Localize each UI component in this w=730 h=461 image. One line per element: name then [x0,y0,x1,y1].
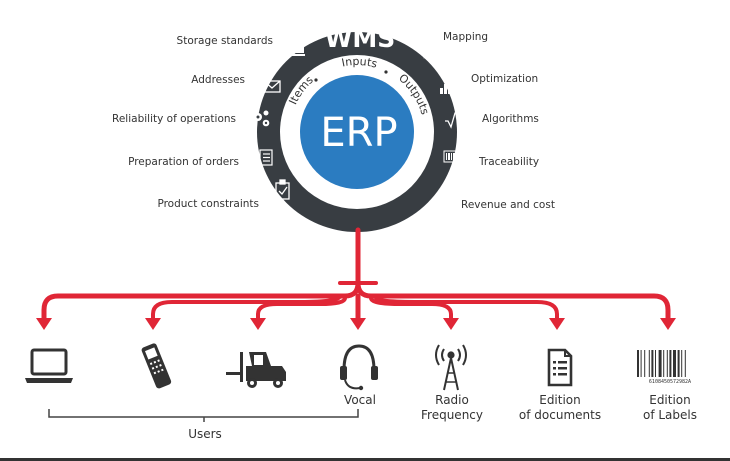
barcode-bar [651,350,654,377]
barcode-bar [673,350,676,377]
barcode-bar [681,350,683,377]
ring-dot [384,70,388,74]
right-feature-labels: Mapping Optimization Algorithms Traceabi… [443,31,555,211]
barcode-bar [640,350,642,377]
feature-preparation: Preparation of orders [128,156,239,168]
barcode-bar [684,350,686,377]
document-list-icon [259,149,273,166]
barcode-bar [666,350,668,377]
feature-traceability: Traceability [478,156,539,168]
barcode-bar [637,350,639,377]
left-feature-labels: Storage standards Addresses Reliability … [112,35,273,210]
bottom-rule [0,458,730,461]
barcode-label-icon: 6108450572982A [637,350,691,385]
feature-storage-standards: Storage standards [177,35,273,47]
connector-tree [41,227,671,321]
forklift-icon [226,352,286,388]
square-root-icon: x [445,112,468,129]
barcode-bar [663,350,665,377]
erp-title: ERP [320,110,397,156]
barcode-bar [644,350,646,377]
pallet-boxes-icon [286,41,305,56]
ring-dot [314,78,318,82]
barcode-bar [669,350,672,377]
compass-rose-icon [415,41,433,59]
output-labels-line2: of Labels [643,408,697,422]
feature-addresses: Addresses [191,74,245,86]
barcode-digits: 6108450572982A [649,379,691,385]
headset-icon [340,344,378,391]
feature-mapping: Mapping [443,31,488,43]
feature-product-constraints: Product constraints [157,198,259,210]
feature-optimization: Optimization [471,73,538,85]
barcode-bar [677,350,680,377]
clipboard-check-icon [275,179,290,200]
barcode-bar [655,350,656,377]
radio-tower-icon [435,344,467,391]
laptop-icon [25,348,73,383]
bar-chart-icon [440,76,455,94]
barcode-bar [658,350,662,377]
feature-algorithms: Algorithms [482,113,539,125]
connector-arrowheads [36,318,676,330]
output-radio-line2: Frequency [421,408,483,422]
handheld-scanner-icon [141,343,172,389]
ring-word-inputs: Inputs [340,55,378,71]
envelope-icon [263,80,281,93]
svg-text:Inputs: Inputs [340,55,378,71]
users-bracket [48,409,359,422]
output-documents-line2: of documents [519,408,601,422]
users-label: Users [188,427,222,441]
output-radio-line1: Radio [435,393,469,407]
document-icon [547,348,573,387]
output-labels-line1: Edition [649,393,691,407]
gears-icon [254,110,270,127]
output-documents-line1: Edition [539,393,581,407]
svg-text:x: x [458,116,464,127]
feature-reliability: Reliability of operations [112,113,236,125]
barcode-bar [648,350,650,377]
feature-revenue-cost: Revenue and cost [461,199,555,211]
wms-title: WMS [325,24,395,53]
hub: WMS ERP Items Inputs Outputs [254,24,468,232]
barcode-icon [443,150,466,163]
output-vocal-label: Vocal [344,393,376,407]
erp-core [300,75,414,189]
euro-icon: € [437,185,447,204]
